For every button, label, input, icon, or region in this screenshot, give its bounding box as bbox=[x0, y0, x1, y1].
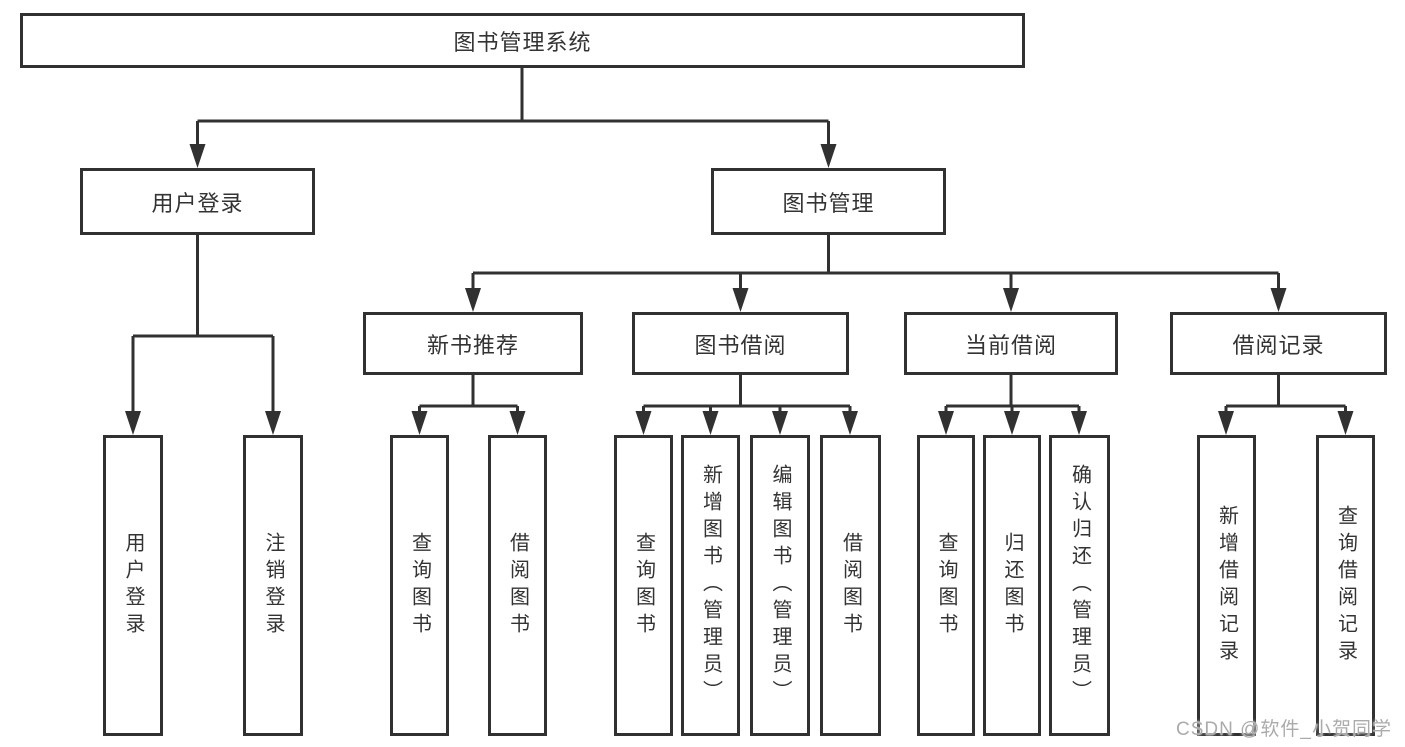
leaf-return-books: 归还图书 bbox=[983, 435, 1041, 736]
leaf-label: 查询图书 bbox=[632, 531, 655, 640]
leaf-user-login: 用户登录 bbox=[103, 435, 163, 736]
leaf-label: 编辑图书（管理员） bbox=[769, 464, 791, 707]
node-borrow-records: 借阅记录 bbox=[1170, 312, 1387, 375]
node-book-borrow: 图书借阅 bbox=[632, 312, 849, 375]
leaf-query-borrow-record: 查询借阅记录 bbox=[1316, 435, 1375, 736]
node-label: 图书管理系统 bbox=[453, 29, 592, 55]
node-label: 新书推荐 bbox=[426, 332, 519, 358]
leaf-label: 确认归还（管理员） bbox=[1068, 464, 1091, 707]
leaf-label: 查询图书 bbox=[935, 531, 957, 640]
leaf-query-books-recommend: 查询图书 bbox=[390, 435, 449, 736]
node-label: 借阅记录 bbox=[1232, 332, 1325, 358]
node-current-borrow: 当前借阅 bbox=[904, 312, 1118, 375]
leaf-borrow-books: 借阅图书 bbox=[820, 435, 881, 736]
node-new-book-recommend: 新书推荐 bbox=[363, 312, 583, 375]
leaf-confirm-return-admin: 确认归还（管理员） bbox=[1049, 435, 1110, 736]
leaf-query-books-borrow: 查询图书 bbox=[614, 435, 673, 736]
arrowhead-icons bbox=[125, 144, 1354, 435]
leaf-label: 新增图书（管理员） bbox=[699, 464, 722, 707]
leaf-borrow-books-recommend: 借阅图书 bbox=[488, 435, 547, 736]
leaf-label: 借阅图书 bbox=[506, 531, 529, 640]
node-user-login: 用户登录 bbox=[80, 168, 315, 235]
node-label: 图书管理 bbox=[782, 190, 875, 216]
leaf-label: 新增借阅记录 bbox=[1215, 504, 1238, 667]
leaf-edit-books-admin: 编辑图书（管理员） bbox=[750, 435, 810, 736]
node-label: 当前借阅 bbox=[964, 332, 1057, 358]
node-library-management-system: 图书管理系统 bbox=[20, 13, 1025, 68]
leaf-label: 归还图书 bbox=[1001, 531, 1023, 640]
leaf-label: 查询借阅记录 bbox=[1334, 504, 1357, 667]
leaf-label: 借阅图书 bbox=[839, 531, 862, 640]
leaf-add-books-admin: 新增图书（管理员） bbox=[681, 435, 740, 736]
leaf-label: 用户登录 bbox=[122, 531, 144, 640]
leaf-label: 查询图书 bbox=[408, 531, 431, 640]
leaf-logout: 注销登录 bbox=[243, 435, 303, 736]
leaf-label: 注销登录 bbox=[262, 531, 284, 640]
leaf-add-borrow-record: 新增借阅记录 bbox=[1197, 435, 1256, 736]
leaf-query-books-current: 查询图书 bbox=[917, 435, 975, 736]
node-label: 用户登录 bbox=[151, 190, 244, 216]
node-label: 图书借阅 bbox=[694, 332, 787, 358]
node-book-management: 图书管理 bbox=[711, 168, 946, 235]
csdn-watermark: CSDN @软件_小贺同学 bbox=[1176, 719, 1392, 740]
